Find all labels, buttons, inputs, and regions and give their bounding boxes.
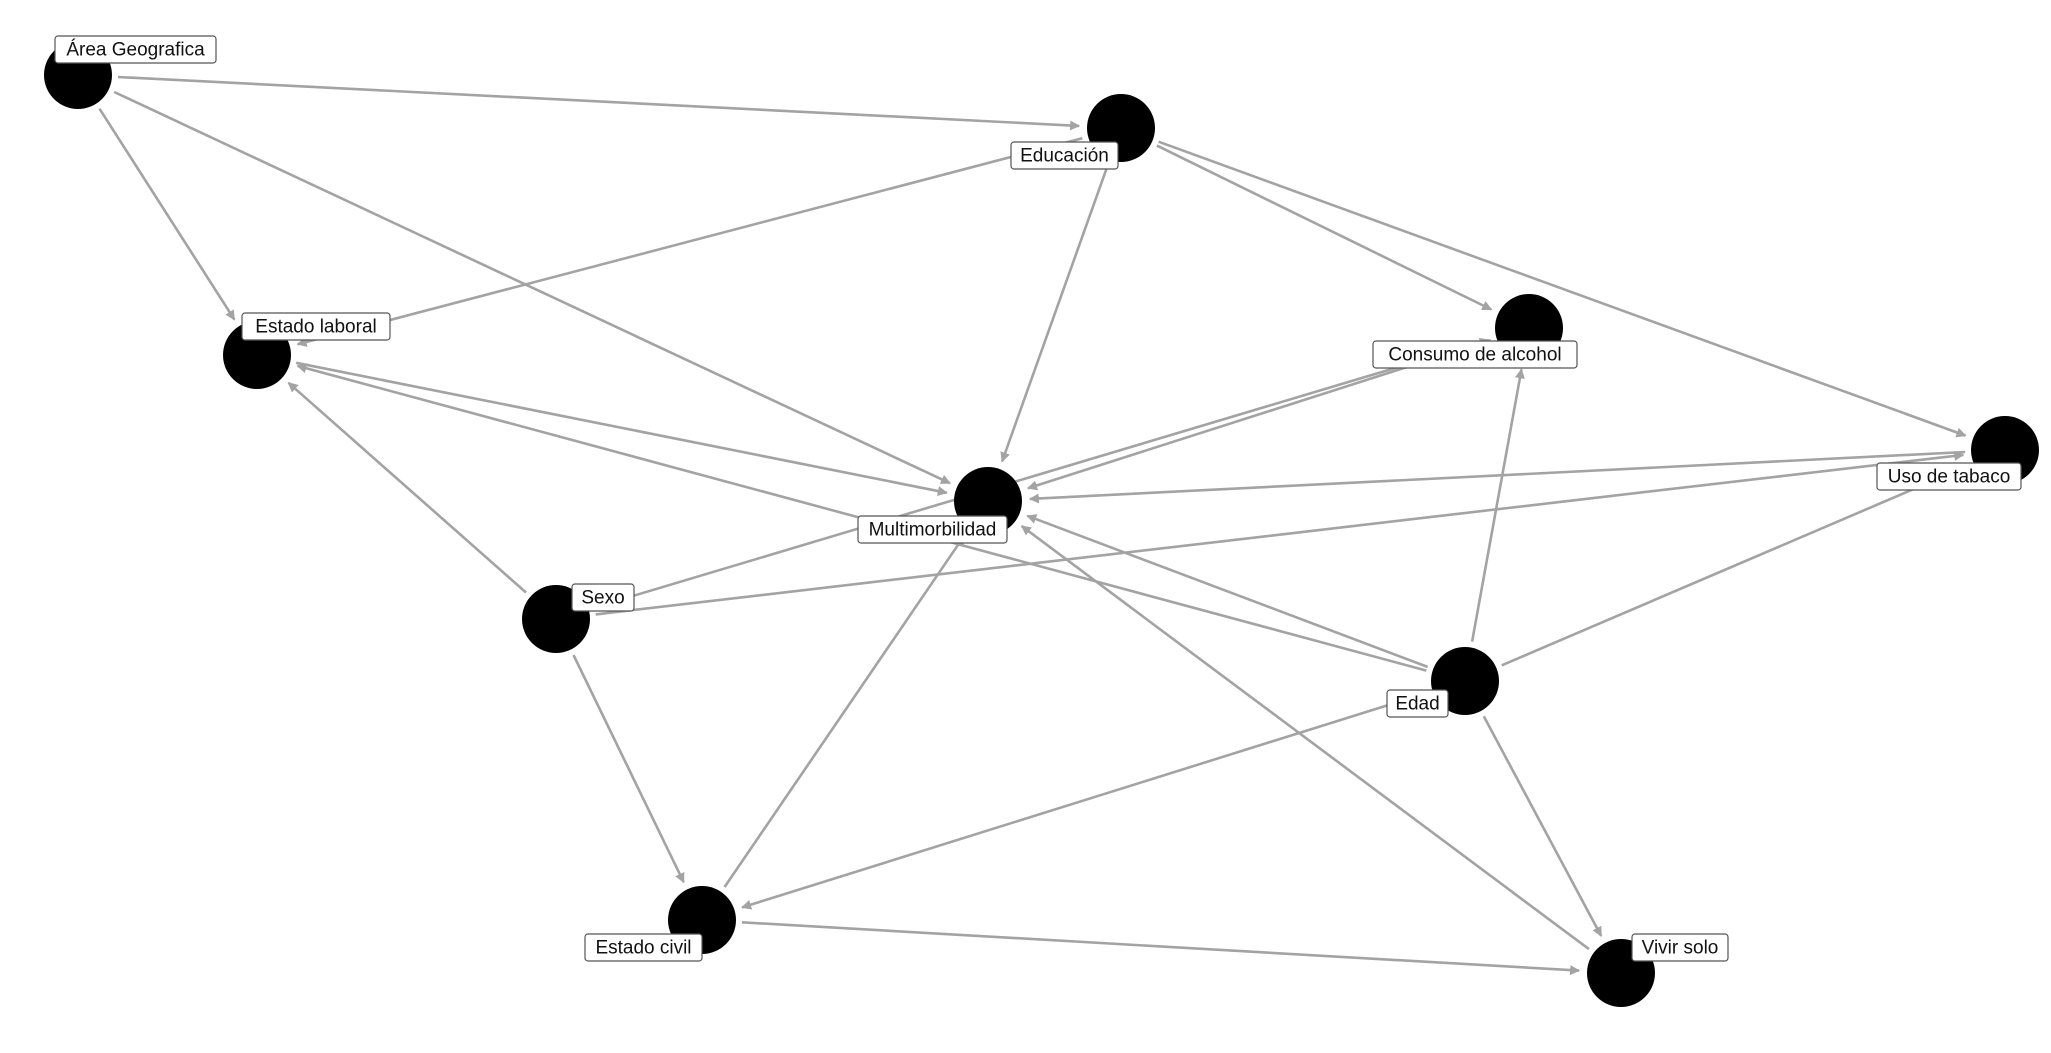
edge-edad-to-multi xyxy=(1026,514,1429,669)
edge-area-to-multi xyxy=(113,90,951,485)
edges-layer xyxy=(98,75,1968,976)
node-label-sexo: Sexo xyxy=(571,583,635,612)
node-label-text: Vivir solo xyxy=(1642,938,1719,959)
edge-edad-to-tab xyxy=(1501,465,1968,667)
edge-area-to-lab xyxy=(98,107,236,321)
node-label-text: Área Geografica xyxy=(66,40,205,61)
edge-civil-to-multi xyxy=(723,534,966,888)
edge-sexo-to-lab xyxy=(287,381,527,594)
edge-edad-to-civil xyxy=(741,691,1428,910)
node-label-multi: Multimorbilidad xyxy=(857,515,1008,544)
edge-solo-to-multi xyxy=(1020,525,1590,951)
edge-edu-to-lab xyxy=(296,136,1083,347)
edge-edu-to-tab xyxy=(1158,140,1967,438)
edge-lab-to-multi xyxy=(295,361,948,496)
edge-sexo-to-alc xyxy=(593,337,1490,609)
node-label-box xyxy=(571,583,635,612)
edge-tab-to-multi xyxy=(1028,450,1966,504)
node-label-box xyxy=(241,312,391,341)
node-label-box xyxy=(1386,689,1449,718)
node-label-box xyxy=(1631,933,1729,962)
node-label-box xyxy=(1372,340,1578,369)
edge-edad-to-alc xyxy=(1470,368,1525,642)
node-label-text: Estado civil xyxy=(595,938,691,959)
node-label-text: Uso de tabaco xyxy=(1888,467,2011,488)
node-label-text: Multimorbilidad xyxy=(869,520,997,541)
node-label-tab: Uso de tabaco xyxy=(1876,462,2022,491)
node-label-solo: Vivir solo xyxy=(1631,933,1729,962)
node-label-box xyxy=(584,933,703,962)
edge-civil-to-solo xyxy=(741,921,1581,976)
node-label-text: Consumo de alcohol xyxy=(1388,345,1561,366)
node-label-box xyxy=(54,35,217,64)
node-label-box xyxy=(1010,141,1119,170)
edge-sexo-to-civil xyxy=(572,654,685,884)
node-label-text: Estado laboral xyxy=(255,317,376,338)
node-label-text: Sexo xyxy=(581,588,624,609)
edge-sexo-to-tab xyxy=(595,450,1965,616)
node-label-edu: Educación xyxy=(1010,141,1119,170)
edge-edu-to-multi xyxy=(1000,165,1109,463)
node-label-lab: Estado laboral xyxy=(241,312,391,341)
edge-edad-to-solo xyxy=(1482,715,1603,937)
node-label-text: Edad xyxy=(1395,694,1439,715)
node-label-area: Área Geografica xyxy=(54,35,217,64)
edge-area-to-edu xyxy=(117,75,1081,131)
node-label-edad: Edad xyxy=(1386,689,1449,718)
node-label-box xyxy=(857,515,1008,544)
node-label-civil: Estado civil xyxy=(584,933,703,962)
node-label-box xyxy=(1876,462,2022,491)
edge-edu-to-alc xyxy=(1156,144,1493,311)
node-label-text: Educación xyxy=(1020,146,1109,167)
node-label-alc: Consumo de alcohol xyxy=(1372,340,1578,369)
